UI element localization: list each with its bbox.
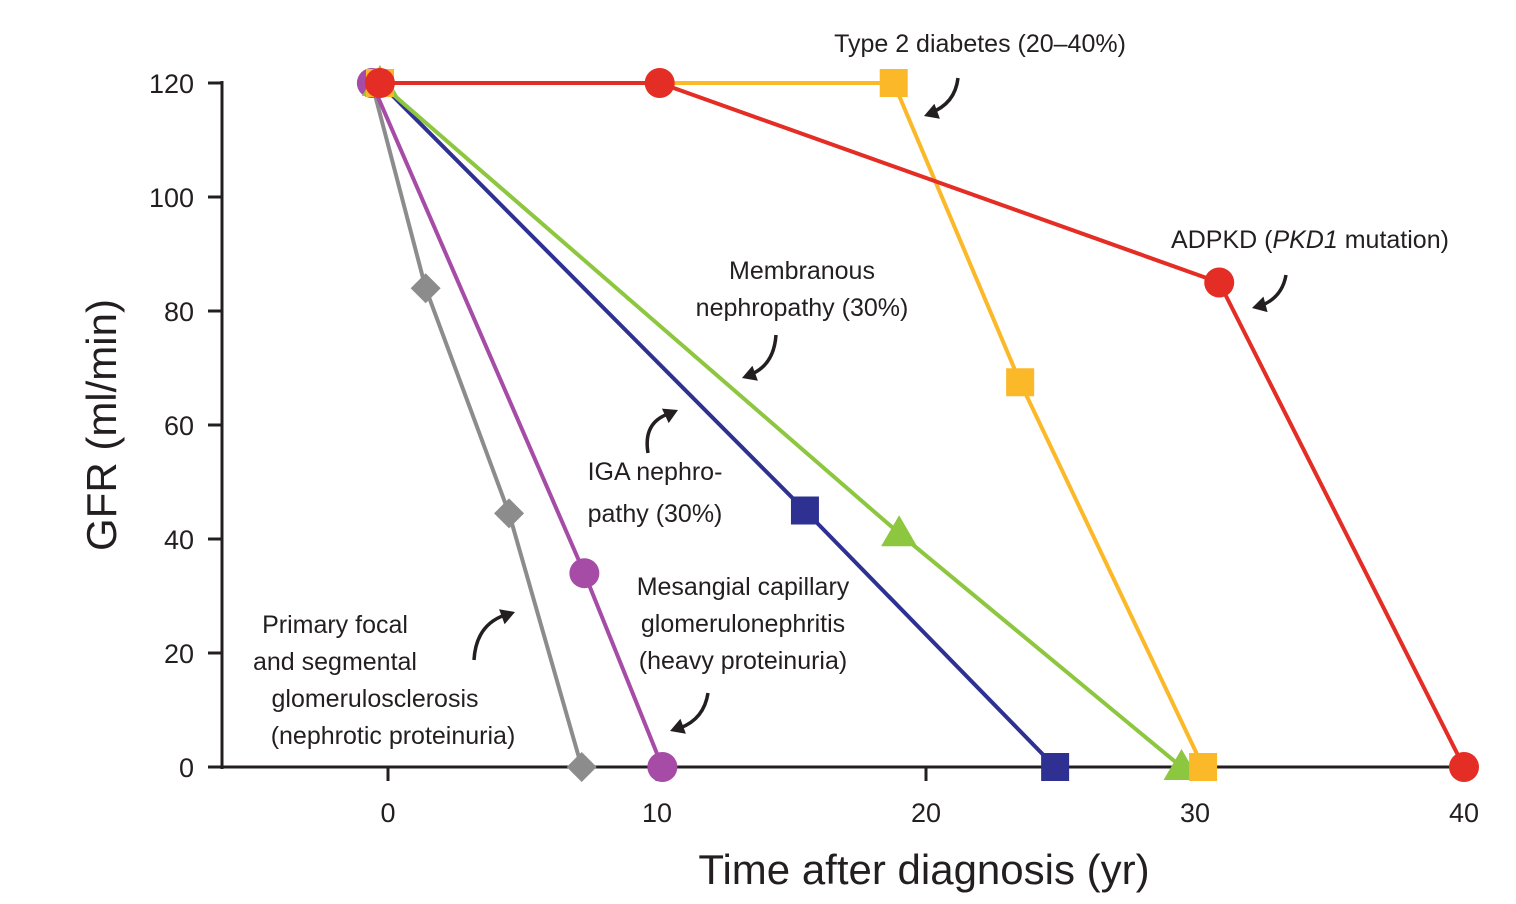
x-tick-label: 20 bbox=[911, 798, 941, 828]
data-point-diabetes bbox=[879, 69, 908, 97]
arrow-iga-head bbox=[661, 408, 678, 424]
data-point-fsgs bbox=[566, 752, 597, 782]
arrow-adpkd-head bbox=[1252, 296, 1268, 313]
y-axis-title: GFR (ml/min) bbox=[78, 299, 125, 551]
series-line-adpkd bbox=[379, 81, 1466, 768]
annotation-adpkd-prefix: ADPKD ( bbox=[1171, 226, 1273, 254]
x-tick-label: 30 bbox=[1180, 798, 1210, 828]
y-tick-label: 60 bbox=[164, 411, 194, 441]
series-layer bbox=[356, 65, 1479, 782]
arrow-diabetes bbox=[924, 77, 960, 119]
data-point-diabetes bbox=[1189, 753, 1218, 781]
arrow-fsgs bbox=[472, 609, 515, 661]
x-axis-title: Time after diagnosis (yr) bbox=[698, 846, 1149, 893]
data-point-fsgs bbox=[410, 273, 441, 304]
y-tick-label: 40 bbox=[164, 525, 194, 555]
data-point-adpkd bbox=[1449, 752, 1479, 782]
x-tick-label: 10 bbox=[642, 798, 672, 828]
y-tick-label: 0 bbox=[179, 753, 194, 783]
annotation-mcgn-line2: glomerulonephritis bbox=[641, 610, 845, 638]
annotation-mcgn-line3: (heavy proteinuria) bbox=[639, 647, 847, 675]
arrow-iga bbox=[645, 408, 678, 454]
annotation-adpkd: ADPKD (PKD1 mutation) bbox=[1171, 226, 1449, 254]
annotation-iga-line2: pathy (30%) bbox=[588, 500, 723, 528]
data-point-adpkd bbox=[1204, 267, 1235, 298]
arrow-membranous bbox=[742, 334, 778, 381]
arrow-adpkd bbox=[1252, 274, 1288, 313]
arrow-mcgn bbox=[670, 692, 710, 734]
annotation-diabetes: Type 2 diabetes (20–40%) bbox=[834, 30, 1126, 58]
annotation-adpkd-suffix: mutation) bbox=[1338, 226, 1449, 254]
data-point-mcgn bbox=[647, 752, 678, 782]
data-point-membranous bbox=[881, 515, 918, 547]
series-adpkd bbox=[364, 68, 1479, 782]
arrow-fsgs-shaft bbox=[472, 613, 506, 661]
data-point-diabetes bbox=[1006, 368, 1035, 397]
annotation-fsgs-line4: (nephrotic proteinuria) bbox=[271, 722, 516, 750]
annotation-fsgs-line2: and segmental bbox=[253, 648, 417, 676]
y-tick-label: 80 bbox=[164, 297, 194, 327]
arrow-membranous-head bbox=[742, 365, 758, 381]
x-tick-label: 40 bbox=[1449, 798, 1479, 828]
annotation-fsgs-line1: Primary focal bbox=[262, 611, 408, 639]
annotations: Type 2 diabetes (20–40%) ADPKD (PKD1 mut… bbox=[253, 30, 1449, 750]
arrow-mcgn-shaft bbox=[679, 692, 710, 730]
data-point-iga bbox=[1041, 753, 1070, 781]
data-point-adpkd bbox=[364, 68, 395, 98]
data-point-iga bbox=[790, 496, 819, 525]
arrow-mcgn-head bbox=[670, 718, 686, 734]
data-point-adpkd bbox=[644, 68, 675, 98]
data-point-mcgn bbox=[569, 558, 600, 589]
annotation-iga-line1: IGA nephro- bbox=[588, 458, 723, 486]
y-tick-label: 120 bbox=[149, 69, 194, 99]
annotation-membranous-line1: Membranous bbox=[729, 257, 875, 285]
arrow-membranous-shaft bbox=[751, 334, 778, 376]
annotation-adpkd-gene: PKD1 bbox=[1272, 226, 1337, 254]
arrow-fsgs-head bbox=[499, 609, 515, 625]
arrow-iga-shaft bbox=[645, 412, 669, 454]
data-point-fsgs bbox=[494, 498, 525, 529]
annotation-membranous-line2: nephropathy (30%) bbox=[696, 294, 909, 322]
series-line-fsgs bbox=[369, 82, 584, 768]
y-tick-label: 20 bbox=[164, 639, 194, 669]
annotation-mcgn-line1: Mesangial capillary bbox=[637, 573, 850, 601]
annotation-fsgs-line3: glomerulosclerosis bbox=[271, 685, 478, 713]
y-tick-label: 100 bbox=[149, 183, 194, 213]
x-tick-label: 0 bbox=[380, 798, 395, 828]
annotation-arrows bbox=[472, 77, 1288, 734]
arrow-diabetes-head bbox=[924, 103, 940, 119]
